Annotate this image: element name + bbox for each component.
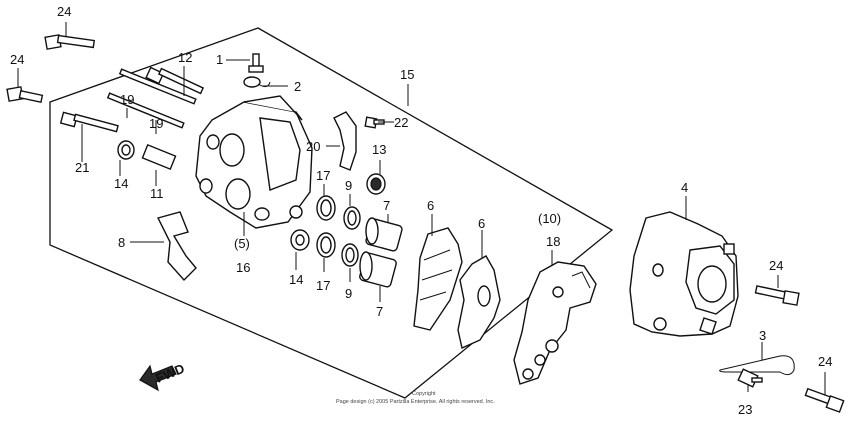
label-3: 3: [759, 328, 766, 343]
seal-17-upper[interactable]: [316, 195, 336, 221]
label-18: 18: [546, 234, 560, 249]
cap-13[interactable]: [366, 173, 386, 195]
label-13: 13: [372, 142, 386, 157]
label-fwd: FWD: [154, 361, 187, 386]
piston-7-lower[interactable]: [359, 251, 397, 288]
footer-notice: Copyright Page design (c) 2005 Partzilla…: [336, 391, 495, 405]
caliper-bracket-18[interactable]: [513, 261, 597, 385]
bleeder-cap-2[interactable]: [243, 76, 271, 88]
seal-17-lower[interactable]: [316, 232, 336, 258]
label-19-upper: 19: [120, 92, 134, 107]
pin-12[interactable]: [145, 66, 205, 95]
label-6-right: 6: [478, 216, 485, 231]
label-17-upper: 17: [316, 168, 330, 183]
label-16: 16: [236, 260, 250, 275]
boot-14-upper[interactable]: [117, 140, 135, 160]
copyright-notice: Page design (c) 2005 Partzilla Enterpris…: [336, 399, 495, 405]
label-1: 1: [216, 52, 223, 67]
screw-23[interactable]: [737, 368, 763, 388]
label-20: 20: [306, 139, 320, 154]
label-10: (10): [538, 211, 561, 226]
pin-19-lower[interactable]: [106, 92, 185, 129]
bleeder-valve-1[interactable]: [248, 53, 264, 73]
label-8: 8: [118, 235, 125, 250]
label-11: 11: [150, 186, 164, 201]
label-17-lower: 17: [316, 278, 330, 293]
bolt-24-right-bottom[interactable]: [804, 372, 845, 413]
label-14-lower: 14: [289, 272, 303, 287]
label-21: 21: [75, 160, 89, 175]
label-5: (5): [234, 236, 250, 251]
label-6-left: 6: [427, 198, 434, 213]
label-7-lower: 7: [376, 304, 383, 319]
brake-pad-6-right[interactable]: [457, 255, 501, 349]
assembly-frame: [49, 27, 614, 399]
pad-spring-8[interactable]: [156, 211, 197, 282]
label-24-left: 24: [10, 52, 24, 67]
caliper-body-16[interactable]: [195, 95, 313, 229]
label-7-upper: 7: [383, 198, 390, 213]
label-12: 12: [178, 50, 192, 65]
bolt-21[interactable]: [59, 111, 119, 133]
label-14-upper: 14: [114, 176, 128, 191]
label-24-right-mid: 24: [769, 258, 783, 273]
label-19-lower: 19: [149, 116, 163, 131]
label-24-right-bottom: 24: [818, 354, 832, 369]
label-4: 4: [681, 180, 688, 195]
piston-7-upper[interactable]: [365, 217, 403, 252]
seal-9-lower[interactable]: [341, 243, 359, 267]
seal-9-upper[interactable]: [343, 206, 361, 230]
spring-3[interactable]: [719, 355, 795, 376]
label-2: 2: [294, 79, 301, 94]
bolt-24-left[interactable]: [6, 68, 44, 104]
boot-14-lower[interactable]: [290, 229, 310, 251]
bolt-24-right-mid[interactable]: [754, 275, 800, 306]
bolt-24-top[interactable]: [44, 22, 96, 50]
label-24-top: 24: [57, 4, 71, 19]
sleeve-11[interactable]: [141, 143, 177, 171]
label-9-lower: 9: [345, 286, 352, 301]
retainer-20[interactable]: [333, 111, 357, 171]
label-9-upper: 9: [345, 178, 352, 193]
copyright-text: Copyright: [412, 391, 436, 397]
label-22: 22: [394, 115, 408, 130]
brake-pad-6-left[interactable]: [413, 227, 463, 331]
caliper-assembly-4[interactable]: [629, 211, 739, 337]
leader-lines: [81, 59, 763, 392]
part-labels: 24 24 1 2 12 19 19 21 14 11 8 (5) 16 14 …: [10, 4, 832, 417]
label-15: 15: [400, 67, 414, 82]
label-23: 23: [738, 402, 752, 417]
pin-19-upper[interactable]: [118, 68, 197, 105]
forward-direction-arrow: [139, 364, 177, 392]
